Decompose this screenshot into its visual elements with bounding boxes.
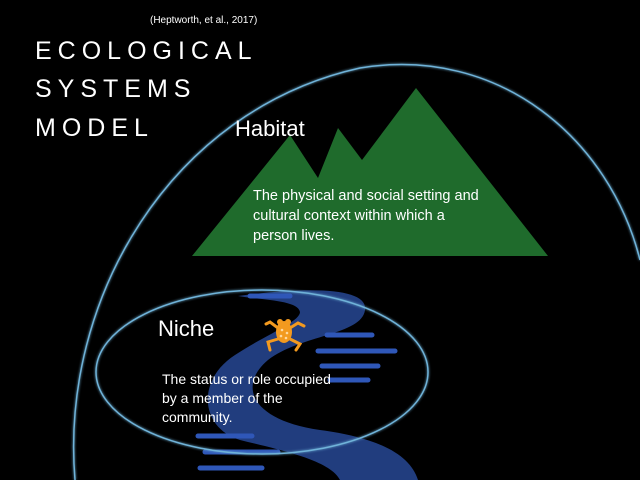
river-icon xyxy=(207,290,418,480)
niche-description: The status or role occupied by a member … xyxy=(162,371,331,425)
citation: (Heptworth, et al., 2017) xyxy=(150,15,258,26)
habitat-label: Habitat xyxy=(235,116,305,141)
niche-label: Niche xyxy=(158,316,215,341)
habitat-description: The physical and social setting and cult… xyxy=(253,188,479,244)
title-line-3: MODEL xyxy=(35,114,154,142)
title-line-1: ECOLOGICAL xyxy=(35,37,258,65)
niche-boundary-ellipse xyxy=(95,289,429,455)
title-line-2: SYSTEMS xyxy=(35,75,197,103)
river-ripples xyxy=(195,293,398,471)
habitat-boundary-arc xyxy=(73,63,640,480)
mountain-icon xyxy=(192,88,548,256)
frog-icon xyxy=(264,319,306,352)
